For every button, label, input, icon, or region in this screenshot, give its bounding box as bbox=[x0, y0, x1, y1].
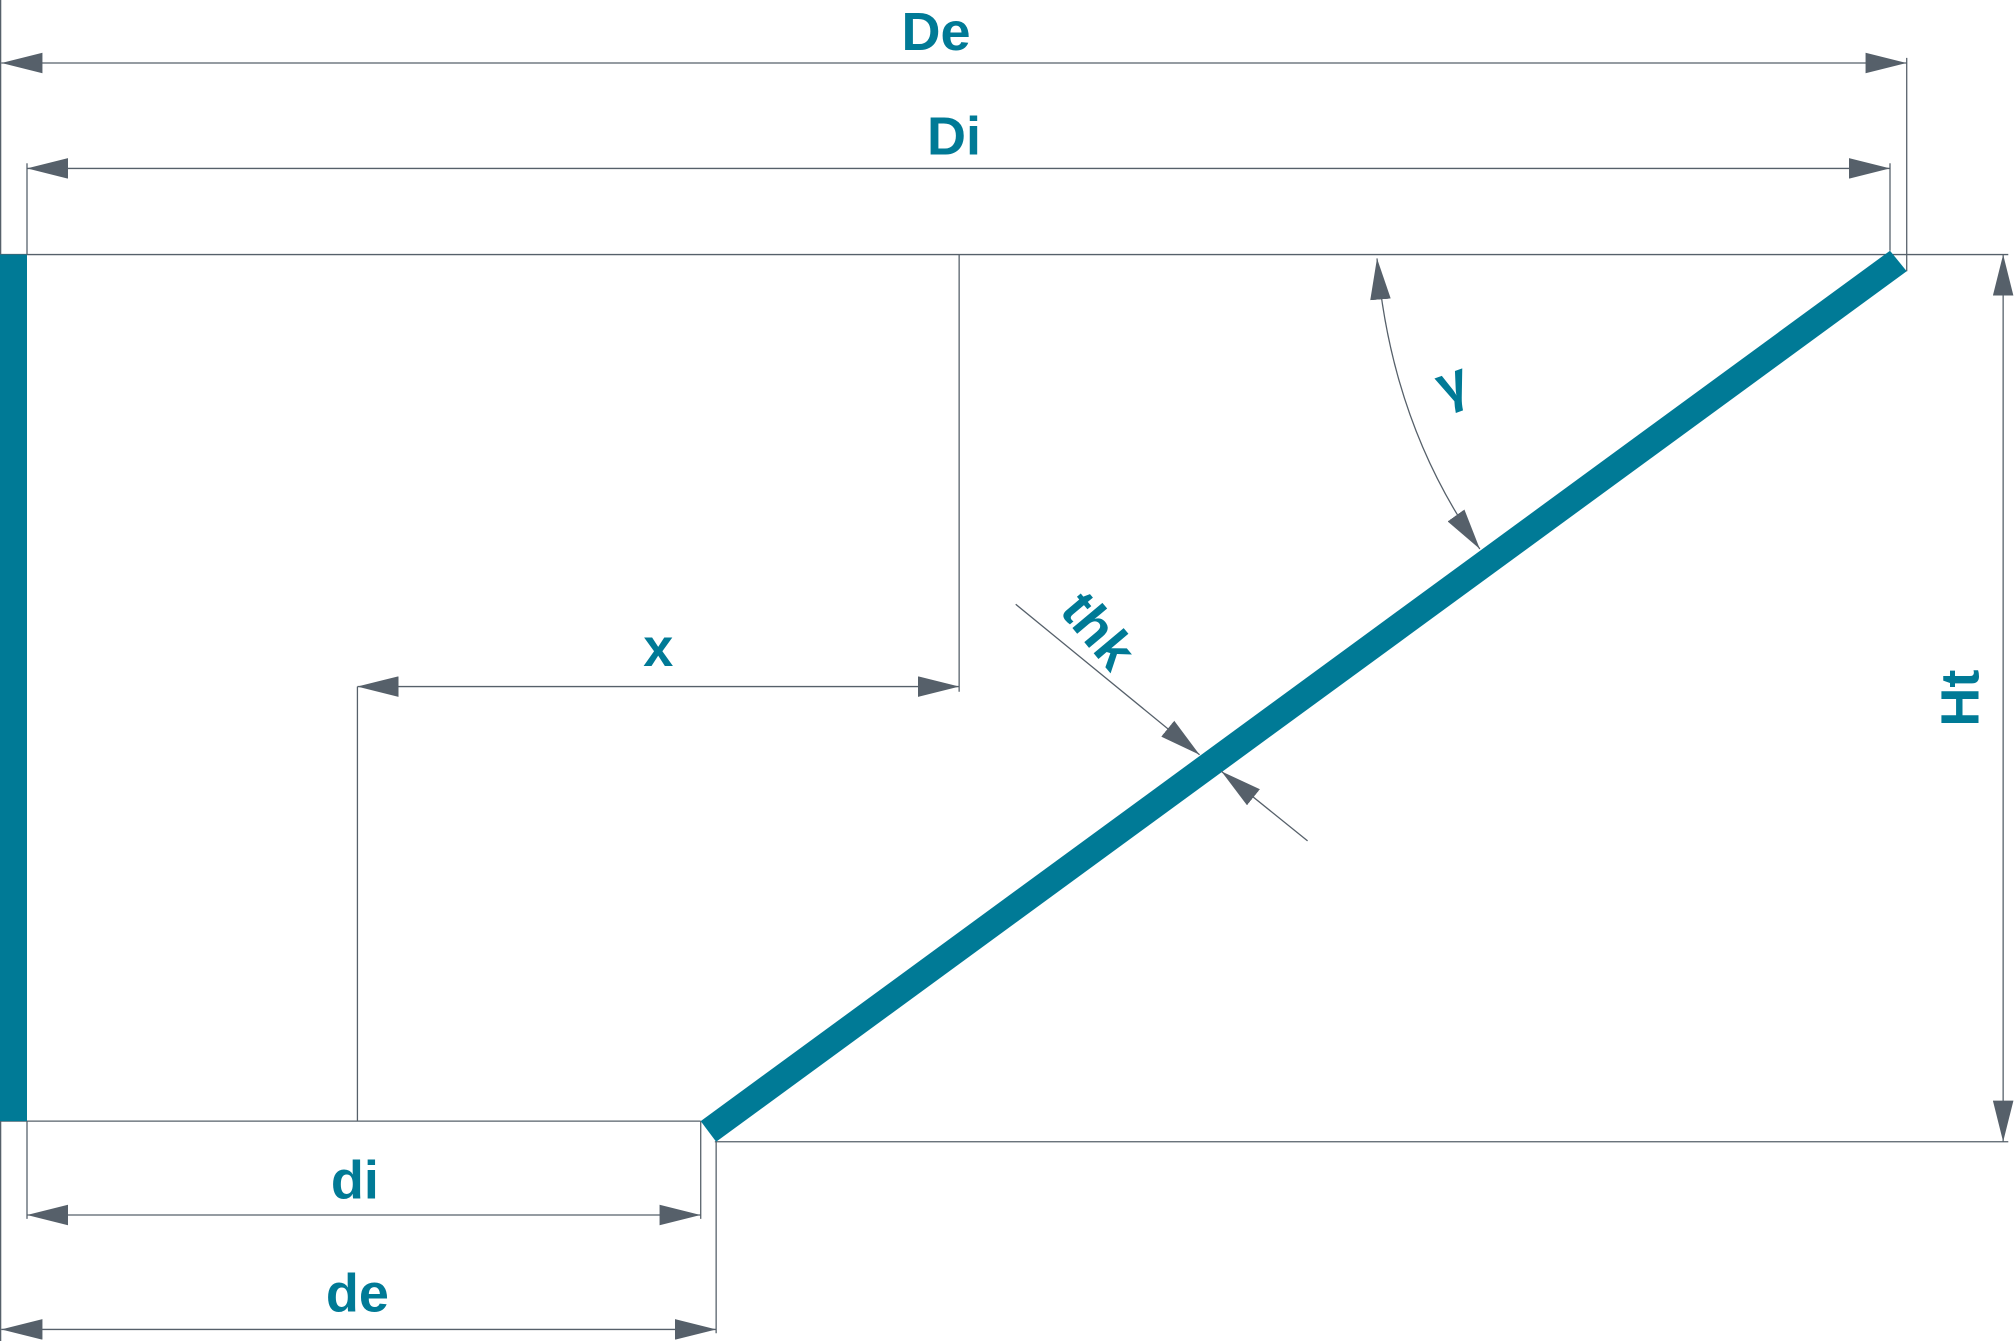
cylinder-wall bbox=[0, 254, 27, 1122]
label-x: x bbox=[643, 618, 673, 678]
dimension-thk-inner bbox=[1221, 770, 1308, 842]
dimension-thk-outer bbox=[1015, 603, 1200, 756]
dimension-gamma-arc bbox=[1370, 258, 1481, 550]
label-de: de bbox=[326, 1263, 389, 1323]
label-di: di bbox=[331, 1150, 379, 1210]
label-gamma: γ bbox=[1428, 350, 1477, 417]
label-Ht: Ht bbox=[1931, 670, 1991, 727]
label-thk: thk bbox=[1049, 581, 1148, 682]
label-De: De bbox=[901, 2, 970, 62]
label-Di: Di bbox=[927, 106, 981, 166]
cone-wall bbox=[700, 250, 1907, 1142]
